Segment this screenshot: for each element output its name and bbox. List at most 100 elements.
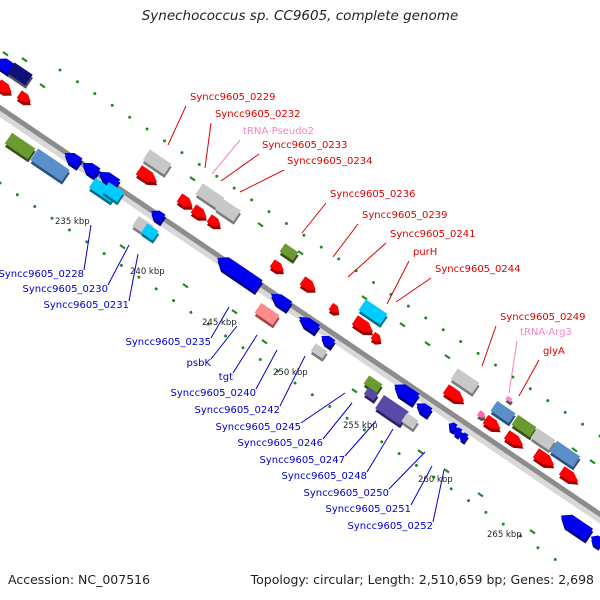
lower-tick-dot [137, 275, 141, 279]
reverse-leader-line [128, 253, 139, 302]
position-label: 270 kbp [555, 587, 590, 597]
position-label: 260 kbp [418, 475, 453, 485]
lower-tick-dot [293, 381, 297, 385]
forward-gene [16, 90, 32, 106]
forward-gene-label: Syncc9605_0239 [362, 210, 448, 221]
lower-tick-dot [172, 299, 176, 303]
upper-tick-dot [511, 375, 515, 379]
upper-tick-dot [581, 422, 585, 426]
forward-leader-line [347, 242, 387, 278]
forward-gene [299, 276, 316, 293]
lower-tick-dot [432, 475, 436, 479]
reverse-gene [270, 293, 293, 314]
lower-tick-mark [231, 309, 238, 315]
forward-gene [190, 204, 207, 221]
lower-tick-mark [443, 468, 450, 474]
lower-tick-dot [345, 416, 349, 420]
upper-tick-dot [546, 399, 550, 403]
forward-leader-line [204, 122, 212, 169]
forward-leader-line [332, 223, 359, 258]
upper-tick-dot [163, 139, 167, 143]
upper-tick-dot [284, 221, 288, 225]
reverse-gene [298, 316, 321, 337]
position-label: 235 kbp [55, 217, 90, 227]
reverse-gene [321, 335, 336, 351]
reverse-gene-label: Syncc9605_0247 [260, 455, 346, 466]
forward-leader-line [220, 153, 260, 182]
position-label: 245 kbp [202, 318, 237, 328]
lower-tick-dot [85, 240, 89, 244]
position-label: 265 kbp [487, 530, 522, 540]
forward-gene [532, 448, 555, 469]
map-title: Synechococcus sp. CC9605, complete genom… [141, 8, 459, 24]
reverse-leader-line [388, 451, 426, 490]
lower-tick-dot [467, 499, 471, 503]
forward-gene [0, 79, 12, 96]
lower-tick-mark [351, 388, 358, 394]
upper-tick-dot [476, 351, 480, 355]
forward-gene [558, 466, 579, 485]
forward-gene [370, 331, 382, 345]
reverse-leader-line [107, 244, 130, 286]
accession-label: Accession: NC_007516 [8, 572, 151, 587]
forward-leader-line [211, 139, 241, 175]
upper-tick-dot [215, 174, 219, 178]
reverse-gene-label: Syncc9605_0231 [44, 300, 130, 311]
lower-tick-mark [529, 529, 536, 535]
forward-leader-line [386, 260, 410, 305]
upper-tick-mark [189, 176, 196, 182]
upper-tick-mark [297, 250, 304, 256]
lower-tick-dot [33, 205, 37, 209]
lower-tick-dot [0, 181, 2, 185]
lower-tick-mark [119, 244, 126, 250]
reverse-gene-label: Syncc9605_0235 [126, 337, 212, 348]
forward-gene [135, 165, 158, 186]
upper-tick-mark [589, 459, 596, 465]
reverse-gene [64, 152, 83, 171]
forward-gene [358, 299, 388, 328]
forward-gene [206, 214, 222, 230]
reverse-leader-line [83, 224, 92, 271]
lower-tick-mark [417, 449, 424, 455]
lower-tick-dot [328, 405, 332, 409]
reverse-leader-line [255, 349, 278, 390]
upper-tick-dot [93, 92, 97, 96]
lower-tick-dot [241, 346, 245, 350]
reverse-gene-label: Syncc9605_0242 [195, 405, 281, 416]
reverse-leader-line [366, 428, 394, 473]
forward-gene [142, 149, 172, 178]
lower-tick-dot [258, 357, 262, 361]
upper-tick-mark [21, 57, 28, 63]
reverse-gene-label: Syncc9605_0228 [0, 269, 84, 280]
upper-tick-mark [361, 295, 368, 301]
lower-tick-dot [536, 546, 540, 550]
reverse-gene-label: Syncc9605_0248 [282, 471, 368, 482]
forward-gene-label: tRNA-Arg3 [520, 327, 572, 338]
forward-gene [505, 395, 513, 406]
reverse-gene [416, 403, 433, 420]
reverse-gene-label: psbK [187, 358, 212, 369]
reverse-leader-line [232, 334, 258, 374]
reverse-gene [82, 162, 101, 181]
forward-leader-line [167, 105, 187, 146]
forward-gene [442, 384, 465, 405]
reverse-gene [401, 412, 419, 433]
upper-tick-dot [337, 257, 341, 261]
upper-tick-dot [459, 340, 463, 344]
reverse-gene-label: Syncc9605_0251 [326, 504, 412, 515]
reverse-gene [453, 427, 463, 440]
reverse-leader-line [210, 306, 230, 339]
upper-tick-dot [424, 316, 428, 320]
lower-tick-dot [67, 228, 71, 232]
reverse-gene-label: tgt [219, 372, 233, 383]
forward-gene-label: purH [413, 247, 437, 258]
reverse-gene [141, 223, 160, 244]
upper-tick-dot [250, 198, 254, 202]
forward-gene-label: Syncc9605_0244 [435, 264, 521, 275]
position-label: 240 kbp [130, 267, 165, 277]
forward-gene [215, 198, 242, 225]
lower-tick-dot [571, 569, 574, 570]
forward-gene-label: glyA [543, 346, 565, 357]
upper-tick-dot [493, 363, 497, 367]
forward-gene [490, 400, 516, 427]
